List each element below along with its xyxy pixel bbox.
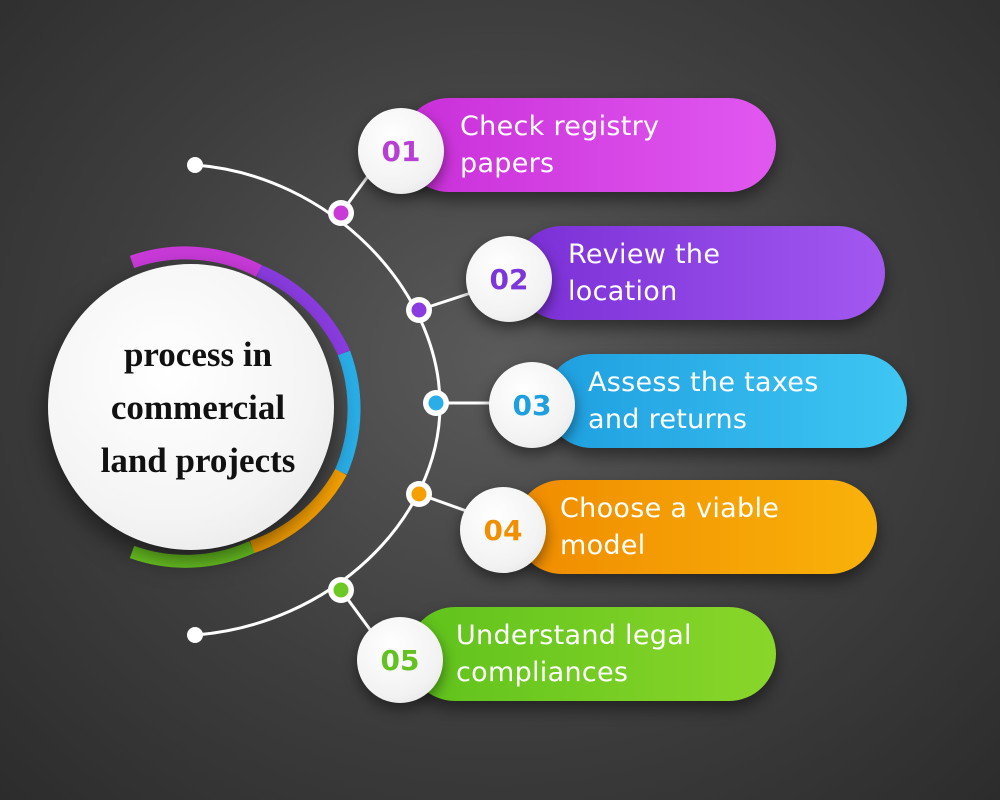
step-number-badge-05: 05 [357, 617, 443, 703]
ring-segment-purple [256, 264, 350, 356]
step-number-badge-01: 01 [358, 108, 444, 194]
step-number-badge-04: 04 [460, 487, 546, 573]
step-pill-05: Understand legal compliances [408, 607, 776, 701]
step-pill-03: Assess the taxes and returns [545, 354, 907, 448]
arc-dot-03 [423, 390, 449, 416]
step-number-badge-02: 02 [466, 236, 552, 322]
arc-end-dot-top [187, 157, 203, 173]
step-pill-04: Choose a viable model [515, 480, 877, 574]
step-text-01: Check registry papers [460, 111, 660, 179]
step-number-badge-03: 03 [489, 362, 575, 448]
arc-dot-04 [406, 481, 432, 507]
step-text-04: Choose a viable model [560, 493, 780, 561]
ring-segment-green [129, 541, 255, 568]
ring-segment-orange [249, 468, 347, 554]
center-title: process in commercial land projects [100, 334, 296, 480]
arc-dot-01 [328, 200, 354, 226]
center-circle: process in commercial land projects [48, 264, 334, 550]
colored-ring [129, 246, 361, 568]
arc-dot-02 [406, 297, 432, 323]
arc-dot-05 [328, 577, 354, 603]
ring-segment-magenta [129, 246, 262, 277]
step-text-02: Review the location [568, 239, 721, 307]
arc-end-dot-bottom [187, 627, 203, 643]
ring-segment-blue [334, 350, 361, 475]
step-pill-01: Check registry papers [402, 98, 776, 192]
step-pill-02: Review the location [515, 226, 885, 320]
step-text-03: Assess the taxes and returns [588, 367, 819, 435]
step-text-05: Understand legal compliances [456, 620, 692, 688]
